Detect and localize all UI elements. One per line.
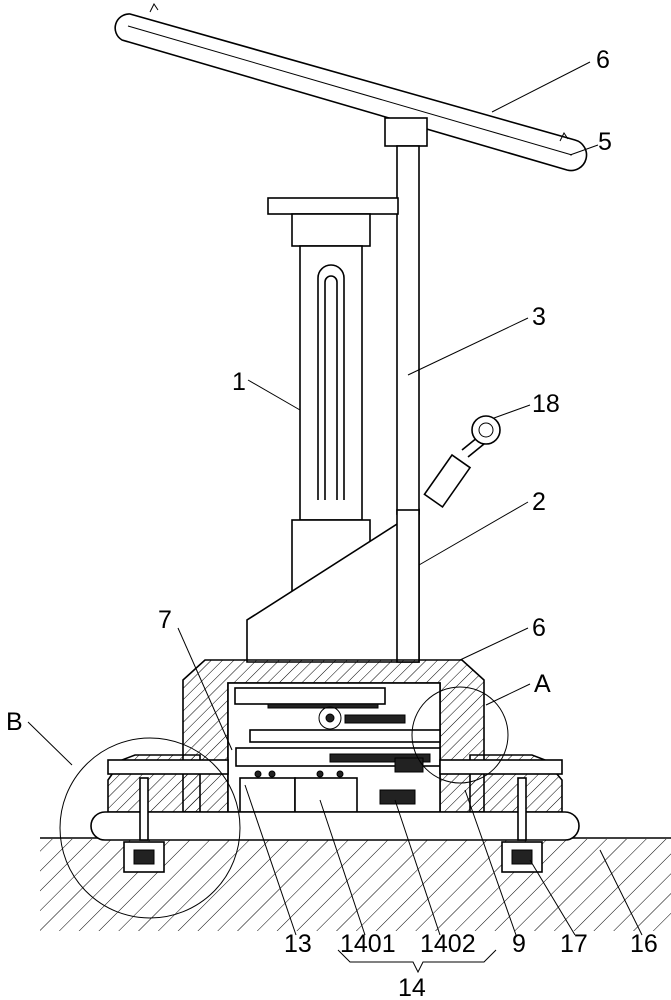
support-pole — [396, 145, 420, 515]
leader-lines — [27, 61, 643, 974]
label-17: 17 — [560, 930, 588, 958]
solar-panel — [114, 3, 588, 172]
label-6-mid: 6 — [532, 614, 546, 642]
label-16: 16 — [630, 930, 658, 958]
label-7: 7 — [158, 606, 172, 634]
label-6-top: 6 — [596, 46, 610, 74]
bracket — [246, 508, 420, 663]
label-1401: 1401 — [340, 930, 396, 958]
label-1402: 1402 — [420, 930, 476, 958]
left-support-leg — [123, 777, 165, 873]
detail-circle-b — [59, 737, 241, 919]
internal-mechanism — [234, 687, 441, 813]
label-14: 14 — [398, 974, 426, 1000]
label-1: 1 — [232, 368, 246, 396]
label-13: 13 — [284, 930, 312, 958]
pump-handle — [423, 415, 501, 509]
label-3: 3 — [532, 303, 546, 331]
label-a: A — [534, 670, 551, 698]
base-bar — [90, 811, 580, 841]
right-support-leg — [501, 777, 543, 873]
label-9: 9 — [512, 930, 526, 958]
panel-mount — [384, 117, 428, 147]
part-labels: 6 5 1 3 18 2 7 6 A B 13 1401 1402 9 17 1… — [6, 46, 658, 1000]
label-5: 5 — [598, 128, 612, 156]
label-2: 2 — [532, 488, 546, 516]
label-18: 18 — [532, 390, 560, 418]
label-b: B — [6, 708, 23, 736]
detail-circle-a — [411, 686, 509, 784]
